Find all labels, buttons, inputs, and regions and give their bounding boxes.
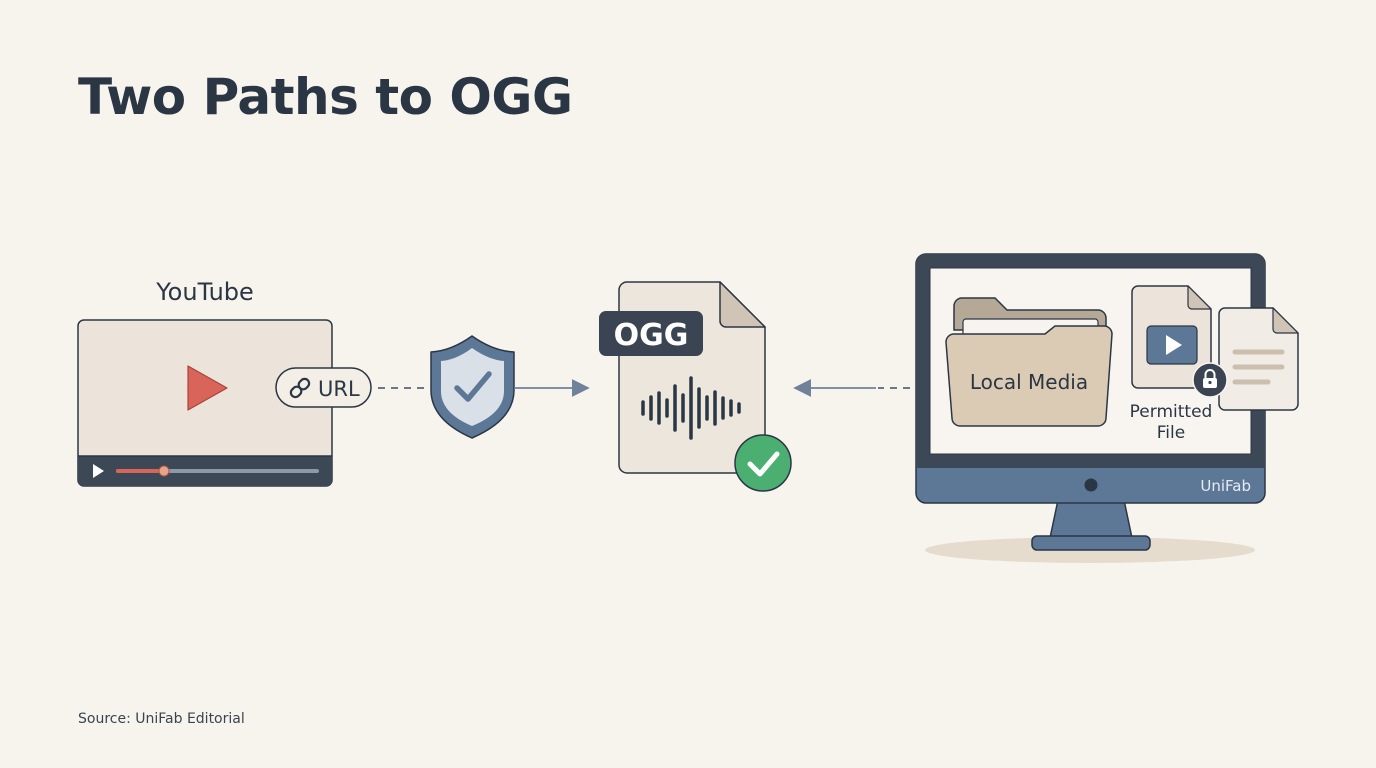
power-button[interactable] <box>1084 478 1098 492</box>
folder-label: Local Media <box>970 370 1088 394</box>
youtube-section: YouTube URL <box>77 278 372 487</box>
folder-icon[interactable]: Local Media <box>945 297 1113 427</box>
video-file-icon[interactable] <box>1131 285 1212 389</box>
lock-icon <box>1192 362 1228 398</box>
progress-bar[interactable] <box>116 465 319 477</box>
player-play-icon[interactable] <box>93 464 104 478</box>
source-note: Source: UniFab Editorial <box>78 711 245 727</box>
play-icon[interactable] <box>187 365 228 411</box>
waveform-icon <box>641 376 741 440</box>
file-label-line1: Permitted <box>1130 402 1213 422</box>
link-icon <box>289 377 311 399</box>
progress-handle[interactable] <box>158 465 170 477</box>
ogg-file: OGG <box>599 281 766 474</box>
file-label-line2: File <box>1157 423 1185 443</box>
document-icon[interactable] <box>1218 307 1299 411</box>
format-label: OGG <box>614 318 689 353</box>
url-badge-label: URL <box>318 377 360 401</box>
monitor-brand: UniFab <box>1200 477 1251 495</box>
shield-check-icon <box>430 335 515 439</box>
format-tag: OGG <box>599 311 703 356</box>
youtube-label: YouTube <box>155 278 254 306</box>
url-badge[interactable]: URL <box>275 367 372 408</box>
check-badge-icon <box>734 434 792 492</box>
page-title: Two Paths to OGG <box>78 68 573 126</box>
